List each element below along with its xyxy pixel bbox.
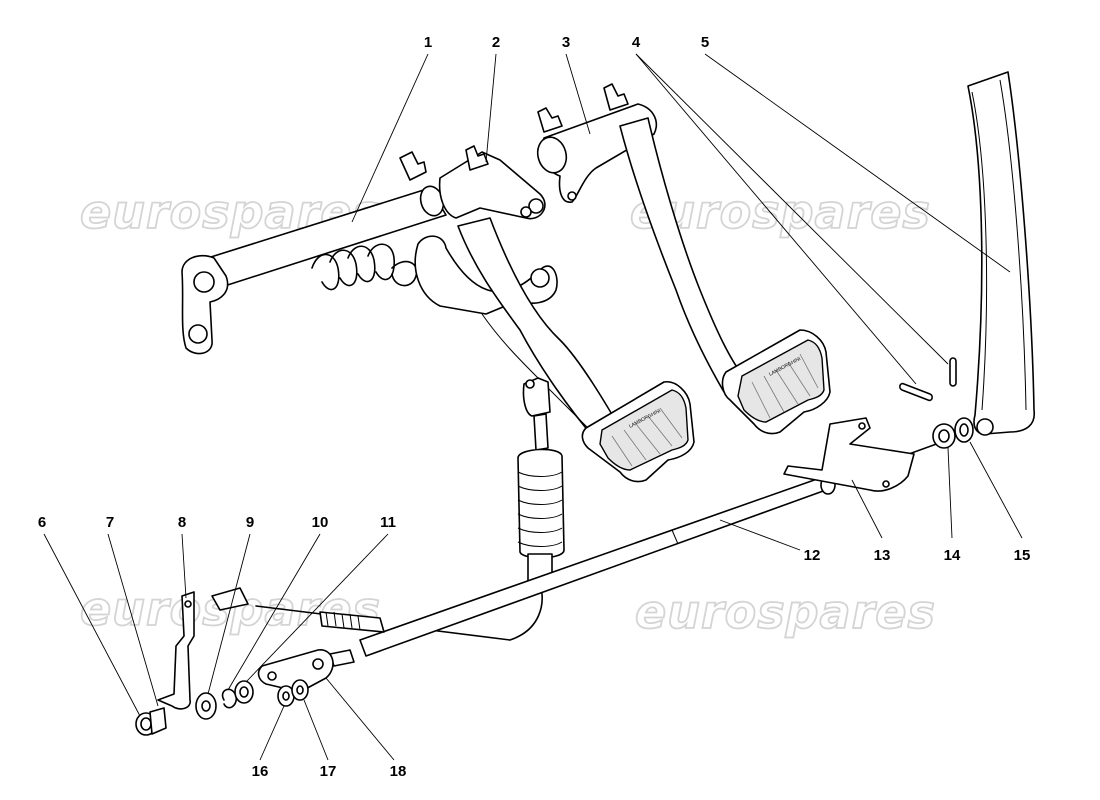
callout-3: 3 <box>562 34 570 51</box>
callout-5: 5 <box>701 34 709 51</box>
watermark-top-left: eurospares <box>80 185 381 239</box>
clutch-pedal-pad: LAMBORGHINI <box>721 329 831 435</box>
callout-1: 1 <box>424 34 432 51</box>
return-spring <box>311 243 418 291</box>
callout-11: 11 <box>380 514 396 531</box>
linkage-parts <box>135 591 334 736</box>
callout-9: 9 <box>246 514 254 531</box>
callout-7: 7 <box>106 514 114 531</box>
callout-16: 16 <box>252 763 269 780</box>
master-cylinder <box>429 377 565 641</box>
callout-14: 14 <box>944 547 961 564</box>
callout-numbers: 1 2 3 4 5 6 7 8 9 10 11 12 13 14 15 16 1… <box>38 34 1031 780</box>
accelerator-cable <box>211 441 943 667</box>
callout-15: 15 <box>1014 547 1031 564</box>
callout-13: 13 <box>874 547 891 564</box>
leader-lines <box>43 53 1023 761</box>
brake-pedal <box>536 83 747 393</box>
pins <box>899 357 957 402</box>
pedal-shaft <box>181 185 447 355</box>
callout-17: 17 <box>320 763 337 780</box>
clutch-pedal <box>399 145 621 441</box>
cable-bracket <box>783 417 915 492</box>
callout-2: 2 <box>492 34 500 51</box>
cable-bushes <box>932 417 974 449</box>
callout-10: 10 <box>312 514 329 531</box>
callout-8: 8 <box>178 514 186 531</box>
callout-12: 12 <box>804 547 821 564</box>
watermark-bottom-right: eurospares <box>635 585 936 639</box>
brake-pedal-pad: LAMBORGHINI <box>581 381 695 483</box>
callout-18: 18 <box>390 763 407 780</box>
callout-6: 6 <box>38 514 46 531</box>
callout-4: 4 <box>632 34 641 51</box>
accelerator-pedal <box>967 71 1035 436</box>
